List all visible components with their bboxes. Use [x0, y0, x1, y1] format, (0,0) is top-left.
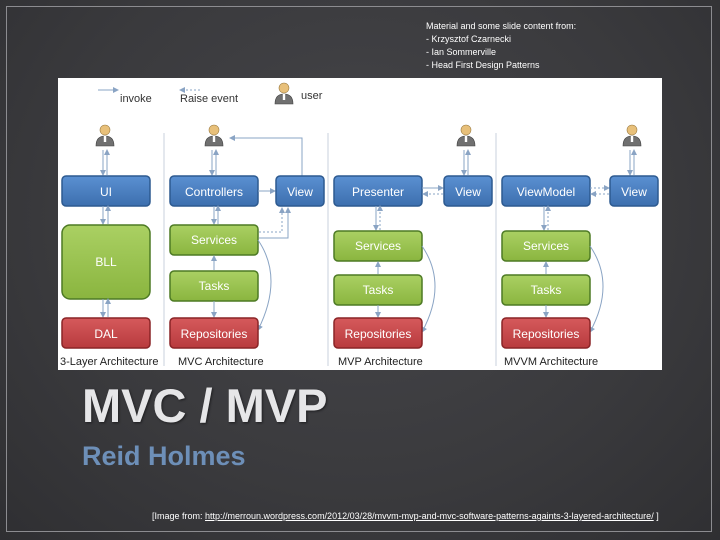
credit-item: - Ian Sommerville [426, 47, 497, 57]
slide-frame [6, 6, 712, 532]
user-icon [456, 124, 476, 147]
mvp-tasks-label: Tasks [363, 283, 394, 297]
mvc-caption: MVC Architecture [178, 356, 264, 368]
mvp-view-label: View [455, 185, 481, 199]
mvp-caption: MVP Architecture [338, 356, 423, 368]
bll-label: BLL [95, 255, 117, 269]
image-source: [Image from: http://merroun.wordpress.co… [152, 511, 659, 521]
legend-invoke-label: invoke [120, 93, 152, 105]
credits-heading: Material and some slide content from: [426, 21, 577, 31]
mvvm-view-box [609, 175, 659, 207]
mvc-view-box [275, 175, 325, 207]
mvvm-services-label: Services [523, 239, 569, 253]
mvc-repositories-box [169, 317, 259, 349]
mvvm-view-label: View [621, 185, 647, 199]
dal-box [61, 317, 151, 349]
credit-item: - Krzysztof Czarnecki [426, 34, 512, 44]
mvvm-repositories-label: Repositories [513, 327, 580, 341]
dal-label: DAL [94, 327, 118, 341]
slide-subtitle: Reid Holmes [82, 441, 246, 471]
legend-user-label: user [301, 90, 323, 102]
source-link[interactable]: http://merroun.wordpress.com/2012/03/28/… [205, 511, 654, 521]
three-layer-caption: 3-Layer Architecture [60, 356, 158, 368]
mvvm-caption: MVVM Architecture [504, 356, 598, 368]
mvc-services-label: Services [191, 233, 237, 247]
credits: Material and some slide content from: - … [426, 20, 576, 72]
mvc-repositories-label: Repositories [181, 327, 248, 341]
user-icon [204, 124, 224, 147]
mvp-view-box [443, 175, 493, 207]
architecture-diagram-svg: invoke Raise event user UI BLL DAL 3-Lay… [60, 82, 659, 368]
user-icon [274, 82, 294, 105]
mvp-services-label: Services [355, 239, 401, 253]
source-prefix: [Image from: [152, 511, 206, 521]
user-icon [622, 124, 642, 147]
mvp-repositories-label: Repositories [345, 327, 412, 341]
viewmodel-label: ViewModel [517, 185, 575, 199]
source-suffix: ] [653, 511, 659, 521]
controllers-label: Controllers [185, 185, 243, 199]
legend-raise-event-label: Raise event [180, 93, 238, 105]
credit-item: - Head First Design Patterns [426, 60, 540, 70]
mvvm-tasks-label: Tasks [531, 283, 562, 297]
mvc-tasks-label: Tasks [199, 279, 230, 293]
mvp-repositories-box [333, 317, 423, 349]
presenter-label: Presenter [352, 185, 404, 199]
mvc-view-label: View [287, 185, 313, 199]
architecture-diagram: invoke Raise event user UI BLL DAL 3-Lay… [58, 78, 662, 370]
user-icon [95, 124, 115, 147]
ui-label: UI [100, 185, 112, 199]
mvvm-repositories-box [501, 317, 591, 349]
slide-title: MVC / MVP [82, 379, 328, 432]
